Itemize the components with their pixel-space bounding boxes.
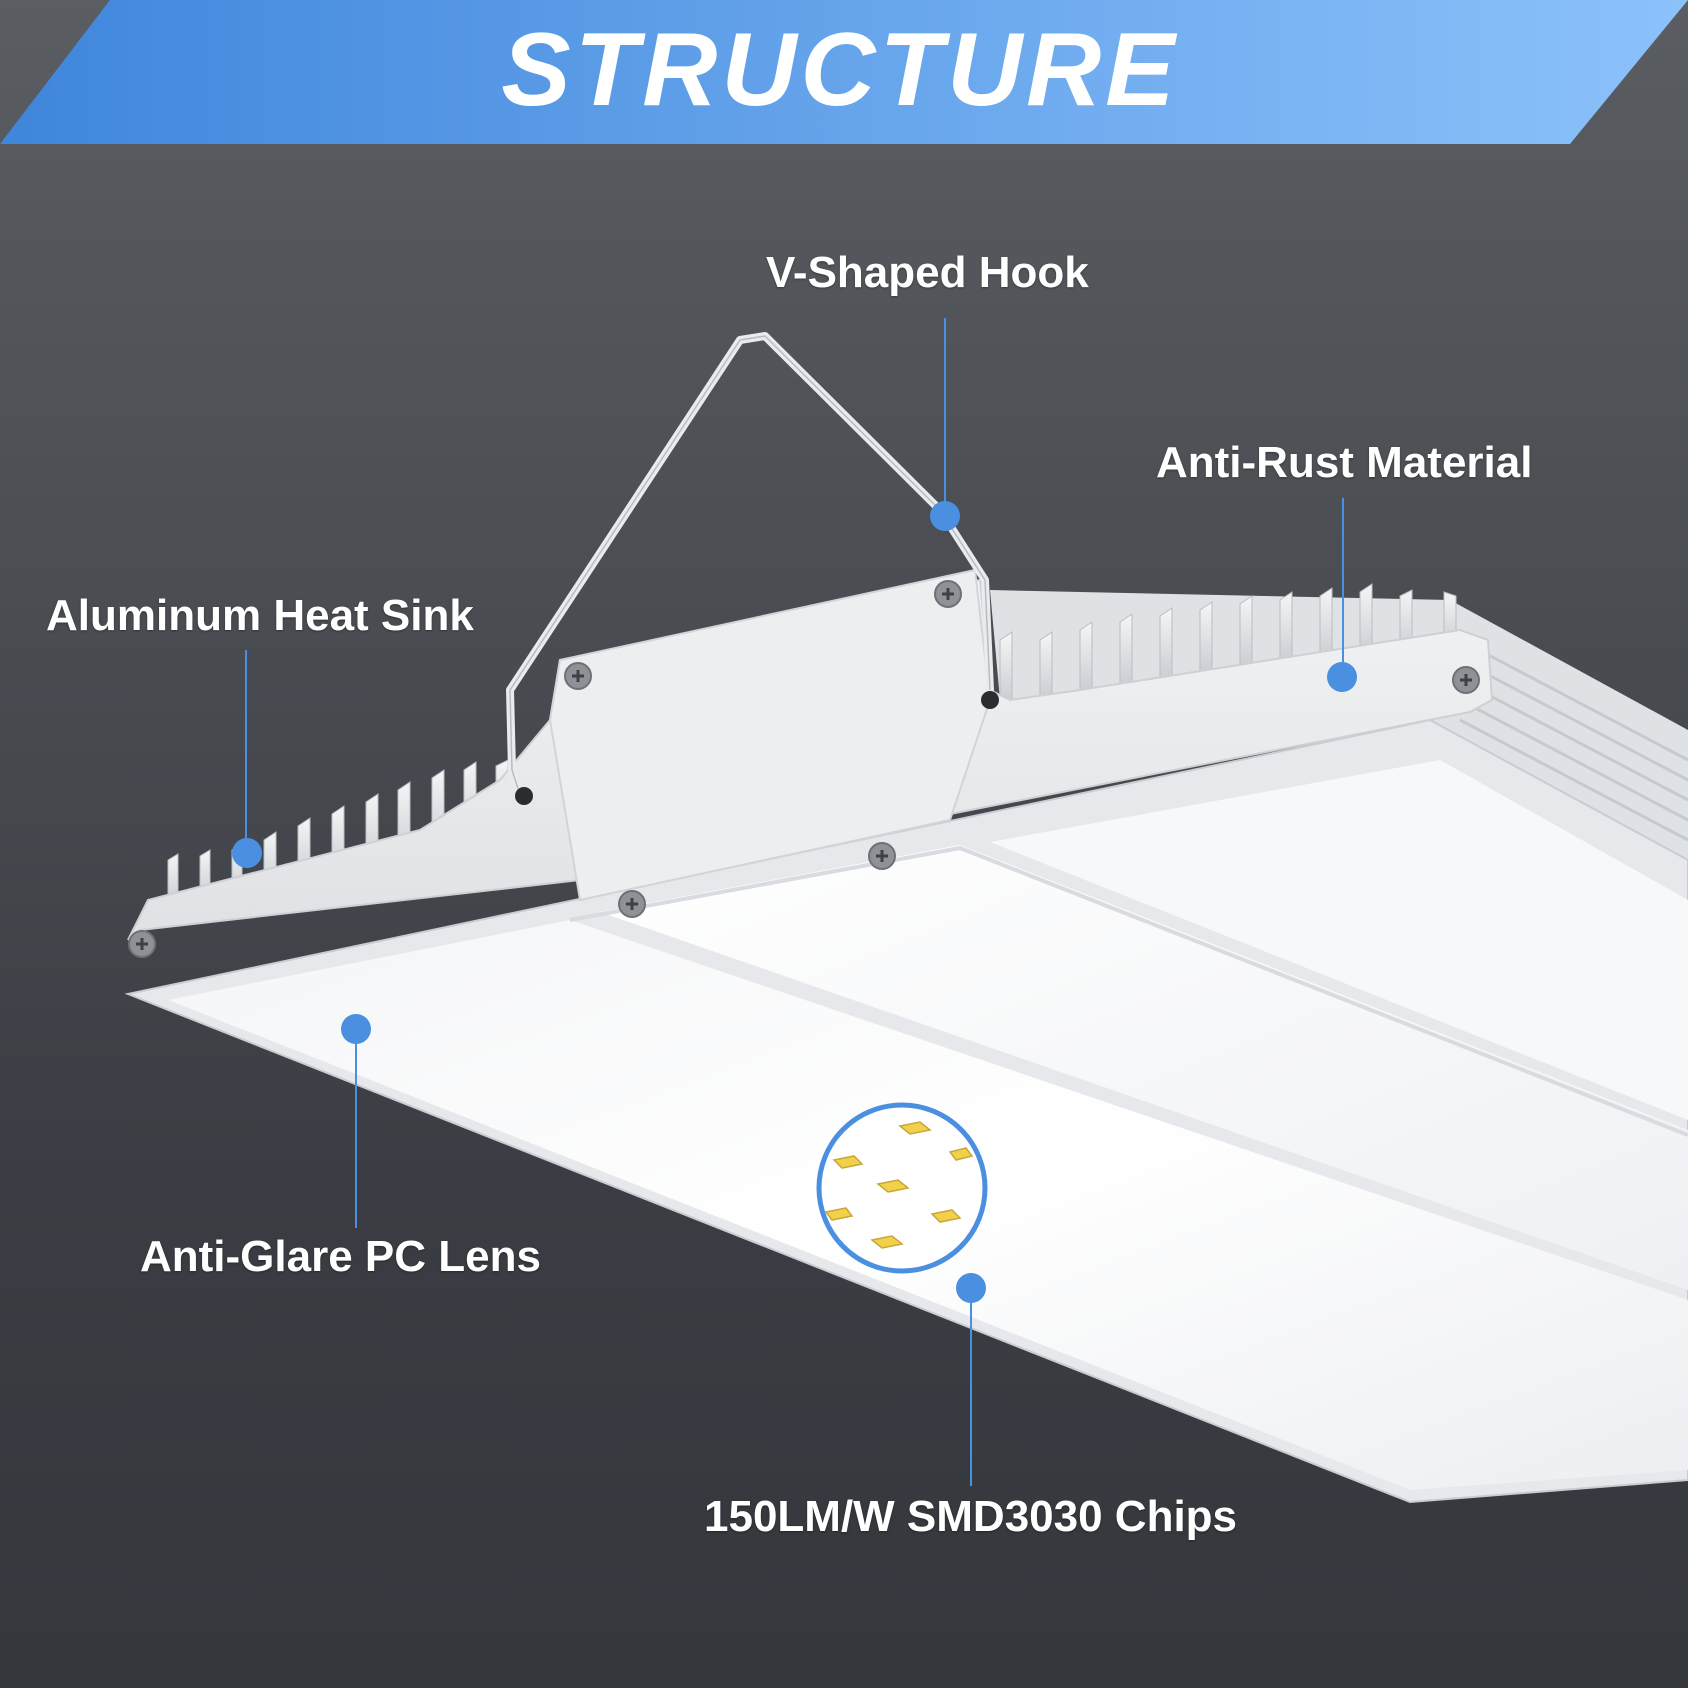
anti-rust-dot [1327,662,1357,692]
chip-magnifier [816,1102,988,1274]
leader-lines [245,318,1344,1486]
heat-sink-dot [232,838,262,868]
hook-dot [930,501,960,531]
hook-eyelet-left [515,787,533,805]
banner-background [0,0,1688,144]
lens-right-panel [600,845,1688,1290]
label-v-shaped-hook: V-Shaped Hook [766,248,1089,297]
chips-dot [956,1273,986,1303]
page-title: STRUCTURE [501,11,1179,128]
hook-eyelet-right [981,691,999,709]
screws [128,580,1480,958]
label-anti-rust-material: Anti-Rust Material [1156,438,1533,487]
callout-dots [232,501,1357,1303]
lens-divider [569,845,1688,1137]
label-smd-chips: 150LM/W SMD3030 Chips [704,1492,1238,1541]
label-anti-glare-pc-lens: Anti-Glare PC Lens [140,1232,541,1281]
lens-dot [341,1014,371,1044]
heat-sink-side-right [1459,638,1688,842]
label-aluminum-heat-sink: Aluminum Heat Sink [46,591,474,640]
lens-far-panel [990,760,1688,1120]
